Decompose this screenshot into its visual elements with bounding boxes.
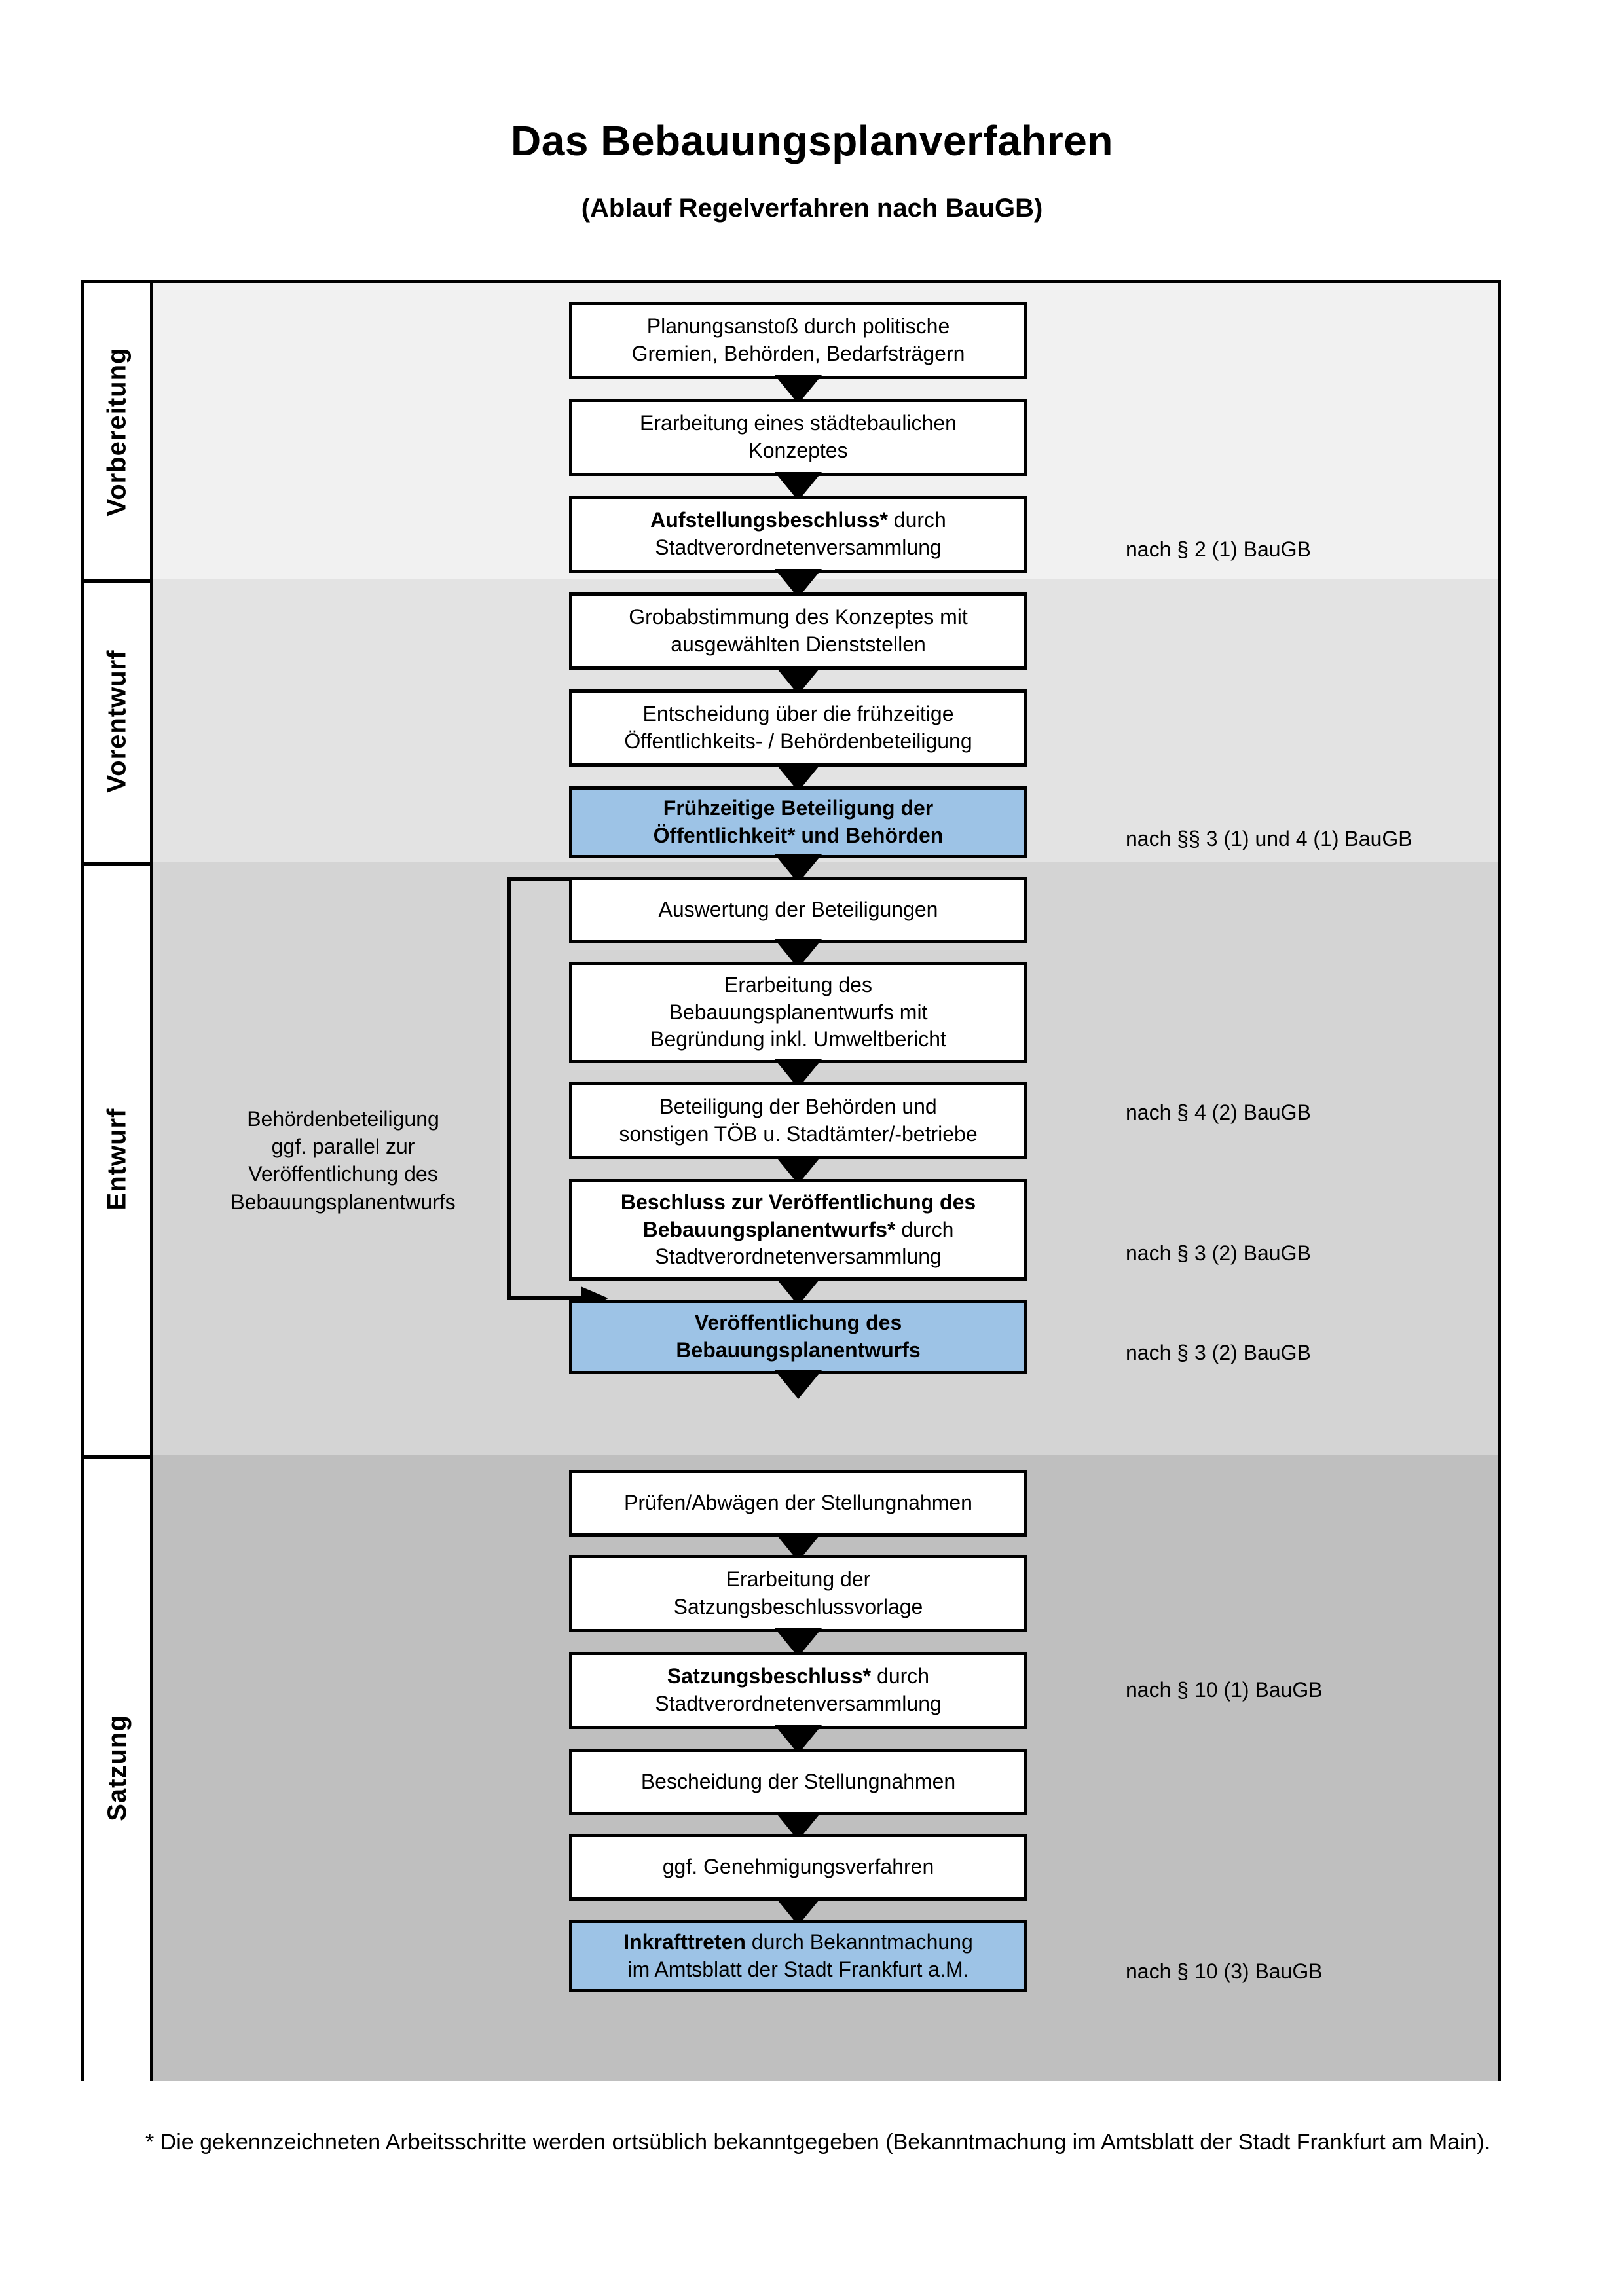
step-text: Auswertung der Beteiligungen xyxy=(659,896,938,924)
step-text-line: Aufstellungsbeschluss* durch xyxy=(650,508,946,532)
page-title: Das Bebauungsplanverfahren xyxy=(511,117,1113,164)
diagram-header: Das Bebauungsplanverfahren (Ablauf Regel… xyxy=(0,0,1624,223)
step-text-line: Frühzeitige Beteiligung der xyxy=(663,796,934,820)
legal-ref-fruehzeitige-beteiligung: nach §§ 3 (1) und 4 (1) BauGB xyxy=(1126,827,1412,850)
step-text-line: Planungsanstoß durch politische xyxy=(646,314,950,338)
step-text-line: Bebauungsplanentwurfs* durch xyxy=(642,1217,954,1241)
step-text-line: Öffentlichkeits- / Behördenbeteiligung xyxy=(624,729,972,753)
side-note-parallel: Behördenbeteiligung ggf. parallel zur Ve… xyxy=(202,1105,484,1216)
side-note-line: Bebauungsplanentwurfs xyxy=(231,1190,456,1214)
step-text-line: Beschluss zur Veröffentlichung des xyxy=(620,1190,976,1214)
phase-label-text: Satzung xyxy=(102,1715,132,1821)
step-box-genehmigungsverfahren[interactable]: ggf. Genehmigungsverfahren xyxy=(569,1834,1027,1901)
step-box-bescheidung-stellungnahmen[interactable]: Bescheidung der Stellungnahmen xyxy=(569,1749,1027,1815)
step-text-line: Veröffentlichung des xyxy=(694,1311,902,1335)
step-text-line: Satzungsbeschlussvorlage xyxy=(673,1595,923,1618)
step-text: Beteiligung der Behörden und sonstigen TÖ… xyxy=(619,1093,977,1148)
step-text-line: Erarbeitung eines städtebaulichen xyxy=(640,411,957,435)
phase-separator xyxy=(84,579,150,583)
step-text: Prüfen/Abwägen der Stellungnahmen xyxy=(624,1489,972,1517)
phase-separator xyxy=(84,862,150,866)
side-note-line: ggf. parallel zur xyxy=(271,1135,415,1159)
step-text-line: im Amtsblatt der Stadt Frankfurt a.M. xyxy=(627,1958,969,1981)
page-subtitle: (Ablauf Regelverfahren nach BauGB) xyxy=(581,194,1043,223)
step-box-grobabstimmung[interactable]: Grobabstimmung des Konzeptes mit ausgewäh… xyxy=(569,592,1027,670)
step-text-line: Stadtverordnetenversammlung xyxy=(655,536,942,559)
phase-label-text: Vorentwurf xyxy=(102,649,132,793)
phase-label-text: Vorbereitung xyxy=(102,347,132,516)
step-text-line: Begründung inkl. Umweltbericht xyxy=(650,1027,946,1051)
legal-ref-behoerdenbeteiligung: nach § 4 (2) BauGB xyxy=(1126,1101,1311,1124)
legal-ref-beschluss-veroeff: nach § 3 (2) BauGB xyxy=(1126,1241,1311,1265)
step-text-line: Stadtverordnetenversammlung xyxy=(655,1245,942,1269)
step-text-line: Inkrafttreten durch Bekanntmachung xyxy=(623,1930,973,1954)
step-text: Grobabstimmung des Konzeptes mit ausgewäh… xyxy=(629,604,968,658)
phase-label-vorentwurf: Vorentwurf xyxy=(84,579,150,862)
legal-ref-inkrafttreten: nach § 10 (3) BauGB xyxy=(1126,1959,1323,1983)
legal-ref-satzungsbeschluss: nach § 10 (1) BauGB xyxy=(1126,1678,1323,1702)
step-text: Bescheidung der Stellungnahmen xyxy=(641,1768,955,1796)
legal-ref-aufstellungsbeschluss: nach § 2 (1) BauGB xyxy=(1126,538,1311,561)
legal-ref-veroeffentlichung: nach § 3 (2) BauGB xyxy=(1126,1341,1311,1364)
process-diagram: Vorbereitung Vorentwurf Entwurf Satzung … xyxy=(81,280,1501,2081)
step-text-line: Bebauungsplanentwurfs xyxy=(676,1338,921,1362)
side-note-line: Veröffentlichung des xyxy=(248,1162,438,1186)
step-box-pruefen-abwaegen[interactable]: Prüfen/Abwägen der Stellungnahmen xyxy=(569,1470,1027,1537)
step-text-line: sonstigen TÖB u. Stadtämter/-betriebe xyxy=(619,1122,978,1146)
phase-label-satzung: Satzung xyxy=(84,1455,150,2081)
step-text-line: Auswertung der Beteiligungen xyxy=(658,898,938,922)
step-text-line: Bescheidung der Stellungnahmen xyxy=(640,1770,956,1794)
phase-separator xyxy=(84,1455,150,1459)
step-text-line: Satzungsbeschluss* durch xyxy=(667,1664,930,1688)
step-text-line: Grobabstimmung des Konzeptes mit xyxy=(629,605,968,629)
flow-arrow xyxy=(775,1370,822,1399)
step-text-line: Prüfen/Abwägen der Stellungnahmen xyxy=(624,1491,972,1515)
step-text-line: Stadtverordnetenversammlung xyxy=(655,1692,942,1715)
step-box-inkrafttreten[interactable]: Inkrafttreten durch Bekanntmachung im Amt… xyxy=(569,1920,1027,1992)
side-note-line: Behördenbeteiligung xyxy=(247,1107,439,1131)
phase-label-vorbereitung: Vorbereitung xyxy=(84,283,150,579)
step-text: Inkrafttreten durch Bekanntmachung im Amt… xyxy=(623,1929,973,1983)
phase-label-entwurf: Entwurf xyxy=(84,862,150,1455)
step-text-line: Erarbeitung des xyxy=(724,973,872,997)
footnote: * Die gekennzeichneten Arbeitsschritte w… xyxy=(145,2130,1491,2155)
step-text-line: Beteiligung der Behörden und xyxy=(659,1095,937,1119)
step-text-line: ggf. Genehmigungsverfahren xyxy=(662,1855,934,1879)
step-text-line: Öffentlichkeit* und Behörden xyxy=(653,824,944,847)
step-text-line: Konzeptes xyxy=(748,439,848,462)
phase-column-divider xyxy=(150,283,153,2077)
step-text-line: Gremien, Behörden, Bedarfsträgern xyxy=(631,342,965,365)
step-box-auswertung-beteiligungen[interactable]: Auswertung der Beteiligungen xyxy=(569,877,1027,943)
step-box-beteiligung-behoerden-toeb[interactable]: Beteiligung der Behörden und sonstigen TÖ… xyxy=(569,1082,1027,1159)
step-text-line: ausgewählten Dienststellen xyxy=(671,632,926,656)
step-text: ggf. Genehmigungsverfahren xyxy=(663,1853,934,1881)
step-text-line: Bebauungsplanentwurfs mit xyxy=(669,1000,928,1024)
phase-label-text: Entwurf xyxy=(102,1108,132,1210)
step-text-line: Entscheidung über die frühzeitige xyxy=(642,702,954,726)
step-text-line: Erarbeitung der xyxy=(726,1567,871,1592)
